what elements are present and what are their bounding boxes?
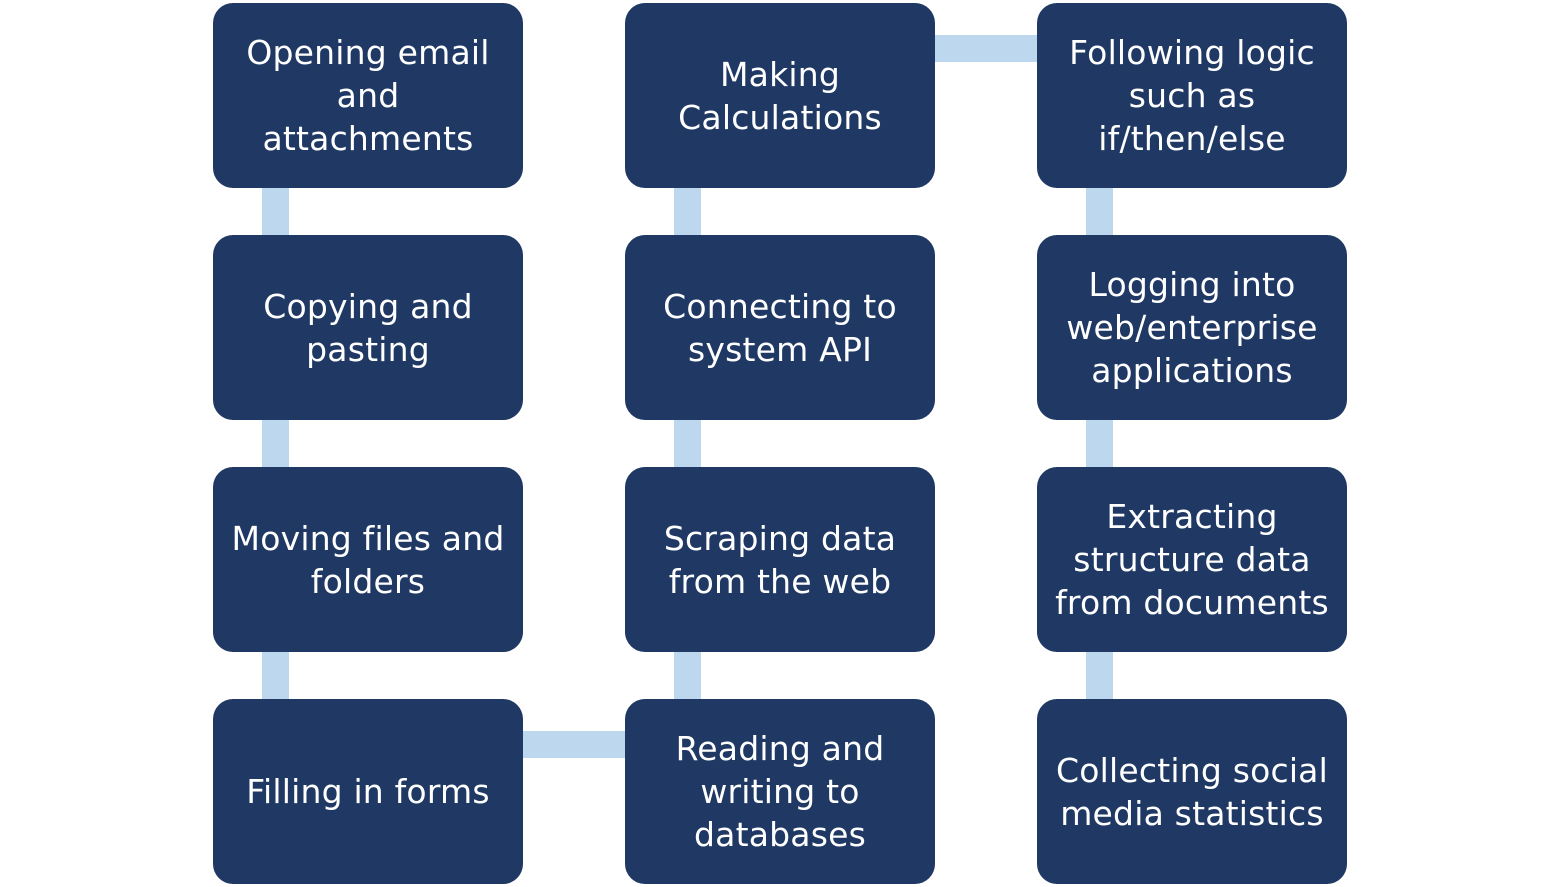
node-label: Logging into web/enterprise applications (1066, 265, 1318, 390)
node-making-calculations: Making Calculations (625, 3, 935, 188)
connector-scraping-to-connecting (674, 417, 701, 470)
connector-logging-to-extracting (1086, 417, 1113, 470)
connector-opening-to-copying (262, 185, 289, 238)
node-logging-into-apps: Logging into web/enterprise applications (1037, 235, 1347, 420)
node-scraping-web: Scraping data from the web (625, 467, 935, 652)
connector-moving-to-filling (262, 649, 289, 702)
node-moving-files: Moving files and folders (213, 467, 523, 652)
connector-copying-to-moving (262, 417, 289, 470)
node-label: Extracting structure data from documents (1055, 497, 1329, 622)
node-copying-pasting: Copying and pasting (213, 235, 523, 420)
node-label: Copying and pasting (263, 286, 473, 369)
node-label: Making Calculations (678, 54, 882, 137)
node-label: Moving files and folders (231, 518, 505, 601)
node-reading-writing-db: Reading and writing to databases (625, 699, 935, 884)
node-label: Opening email and attachments (246, 33, 490, 158)
connector-reading-to-scraping (674, 649, 701, 702)
node-label: Scraping data from the web (663, 518, 897, 601)
node-label: Reading and writing to databases (675, 729, 885, 854)
node-filling-forms: Filling in forms (213, 699, 523, 884)
connector-filling-to-reading (520, 731, 628, 758)
connector-making-to-following (932, 35, 1040, 62)
connector-following-to-logging (1086, 185, 1113, 238)
node-label: Connecting to system API (663, 286, 897, 369)
node-label: Collecting social media statistics (1056, 750, 1328, 833)
node-label: Following logic such as if/then/else (1069, 33, 1315, 158)
node-opening-email: Opening email and attachments (213, 3, 523, 188)
node-label: Filling in forms (246, 772, 490, 811)
connector-connecting-to-making (674, 185, 701, 238)
node-extracting-structure: Extracting structure data from documents (1037, 467, 1347, 652)
node-following-logic: Following logic such as if/then/else (1037, 3, 1347, 188)
node-connecting-api: Connecting to system API (625, 235, 935, 420)
connector-extracting-to-collecting (1086, 649, 1113, 702)
node-collecting-social: Collecting social media statistics (1037, 699, 1347, 884)
